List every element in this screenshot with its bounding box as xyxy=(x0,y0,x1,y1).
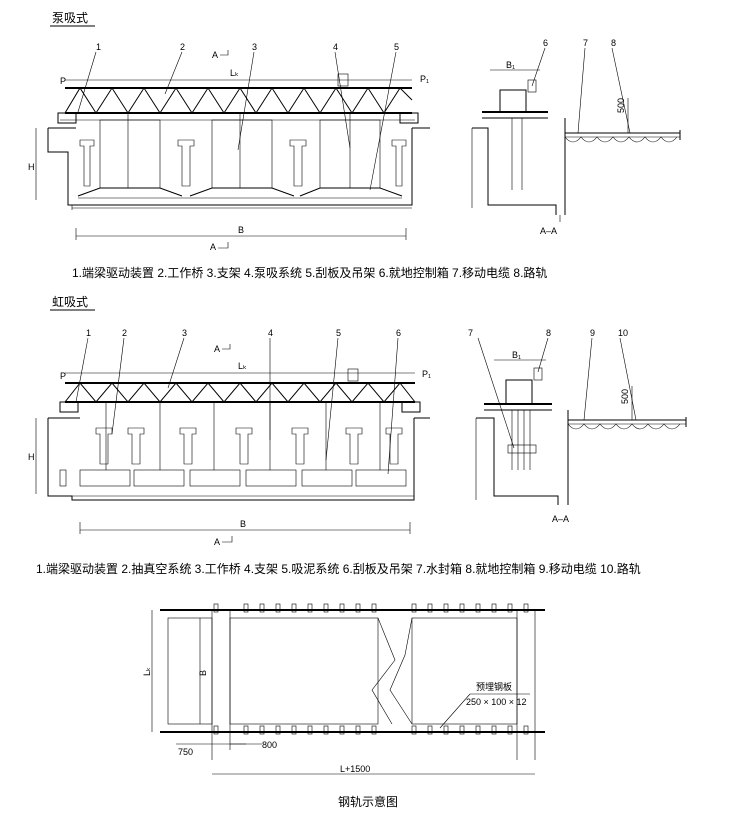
s2-dim-b: B xyxy=(240,519,246,529)
s1-section-label: A–A xyxy=(540,226,557,236)
rail-bolts-top xyxy=(213,603,529,613)
s1-dim-h: H xyxy=(28,162,35,172)
rail-plate-label: 预埋钢板 xyxy=(476,681,512,692)
rail-dim-lk: Lₖ xyxy=(142,667,152,676)
s2-callout-9: 9 xyxy=(590,328,595,338)
s1-section-mark-top: A xyxy=(212,50,218,60)
s1-callout-4: 4 xyxy=(333,42,338,52)
rail-dim-b: B xyxy=(198,670,208,676)
rail-caption: 钢轨示意图 xyxy=(338,794,398,809)
s1-callout-8: 8 xyxy=(611,38,616,48)
s2-dim-h: H xyxy=(28,452,35,462)
s2-callout-10: 10 xyxy=(618,328,628,338)
s2-callout-8: 8 xyxy=(546,328,551,338)
s2-section-mark-bottom: A xyxy=(214,537,220,547)
s2-callout-2: 2 xyxy=(122,328,127,338)
s1-dim-b: B xyxy=(238,225,244,235)
s1-callout-7: 7 xyxy=(583,38,588,48)
s2-dim-lk: Lₖ xyxy=(238,361,247,371)
s1-section-mark-bottom: A xyxy=(210,242,216,252)
s2-dim-b1: B₁ xyxy=(512,350,521,360)
rail-plate-size: 250 × 100 × 12 xyxy=(466,697,527,707)
section2-elevation xyxy=(35,337,430,543)
section2-title: 虹吸式 xyxy=(52,295,88,309)
section2-cross-section xyxy=(475,337,687,505)
s1-dim-b1: B₁ xyxy=(506,60,515,70)
s2-section-mark-top: A xyxy=(214,344,220,354)
rail-diagram xyxy=(151,603,545,775)
s1-callout-3: 3 xyxy=(252,42,257,52)
s2-callout-7: 7 xyxy=(468,328,473,338)
section1-title: 泵吸式 xyxy=(52,11,88,25)
rail-dim-800: 800 xyxy=(262,740,277,750)
s1-dim-p1: P₁ xyxy=(420,74,429,84)
s2-callout-5: 5 xyxy=(336,328,341,338)
s2-dim-500: 500 xyxy=(620,389,630,404)
section1-elevation xyxy=(35,50,430,249)
s1-dim-lk: Lₖ xyxy=(230,68,239,78)
s2-section-label: A–A xyxy=(552,514,569,524)
s2-dim-p1: P₁ xyxy=(422,369,431,379)
s2-callout-4: 4 xyxy=(268,328,273,338)
section1-cross-section xyxy=(471,47,681,222)
rail-dim-total: L+1500 xyxy=(340,764,370,774)
s1-dim-500: 500 xyxy=(616,98,626,113)
s1-dim-p: P xyxy=(60,76,66,86)
s2-callout-3: 3 xyxy=(182,328,187,338)
rail-dim-750: 750 xyxy=(178,747,193,757)
s2-callout-1: 1 xyxy=(86,328,91,338)
s2-callout-6: 6 xyxy=(396,328,401,338)
s1-callout-5: 5 xyxy=(394,42,399,52)
s1-callout-6: 6 xyxy=(543,38,548,48)
rail-bolts-bottom xyxy=(213,725,529,735)
s1-callout-2: 2 xyxy=(180,42,185,52)
s2-legend: 1.端梁驱动装置 2.抽真空系统 3.工作桥 4.支架 5.吸泥系统 6.刮板及… xyxy=(36,561,641,576)
s2-dim-p: P xyxy=(60,371,66,381)
s1-legend: 1.端梁驱动装置 2.工作桥 3.支架 4.泵吸系统 5.刮板及吊架 6.就地控… xyxy=(72,265,547,280)
s1-callout-1: 1 xyxy=(96,42,101,52)
